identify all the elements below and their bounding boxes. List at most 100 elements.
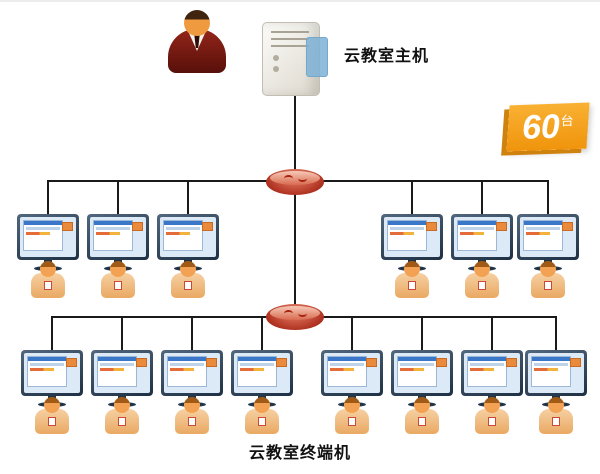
student-body [475,409,509,434]
student-head [184,397,200,413]
window-row [460,227,494,230]
window-titlebar [98,357,136,361]
student-badge [544,281,552,290]
window-row [330,368,364,371]
window-row [170,363,204,366]
student-badge [408,281,416,290]
terminals-label: 云教室终端机 [248,445,351,462]
student-badge [188,417,196,426]
student-head [414,397,430,413]
student-badge [418,417,426,426]
count-badge: 60台 [506,102,590,152]
monitor-base [104,266,132,271]
teacher-body [168,29,226,73]
switch-arrow [284,175,293,182]
switch-arrow [298,175,307,182]
monitor-screen [324,353,380,393]
screen-window [93,220,133,251]
monitor-stand [48,396,56,402]
window-titlebar [458,221,496,225]
monitor-icon [321,350,383,396]
screen-window [23,220,63,251]
student-body [395,273,429,298]
student-badge [552,417,560,426]
student-badge [258,417,266,426]
monitor-base [408,402,436,407]
screen-window [467,356,507,387]
monitor-screen [24,353,80,393]
screen-window [97,356,137,387]
student-avatar-icon [404,397,440,443]
screen-window [397,356,437,387]
student-head [114,397,130,413]
window-titlebar [328,357,366,361]
screen-window [387,220,427,251]
screen-window [27,356,67,387]
terminal-computer [88,316,156,446]
monitor-screen [90,217,146,257]
terminal-computer [448,180,516,310]
window-titlebar [524,221,562,225]
monitor-base [478,402,506,407]
monitor-base [542,402,570,407]
student-body [405,409,439,434]
monitor-screen [20,217,76,257]
window-row [240,363,274,366]
monitor-screen [234,353,290,393]
monitor-screen [94,353,150,393]
window-titlebar [24,221,62,225]
student-badge [118,417,126,426]
window-row [390,232,424,235]
window-row [526,232,560,235]
terminal-computer [158,316,226,446]
window-row [30,368,64,371]
window-row [96,232,130,235]
monitor-icon [21,350,83,396]
terminal-computer [18,316,86,446]
terminal-computer [458,316,526,446]
window-titlebar [28,357,66,361]
monitor-stand [418,396,426,402]
window-row [166,227,200,230]
student-avatar-icon [34,397,70,443]
student-body [175,409,209,434]
monitor-stand [44,260,52,266]
terminal-computer [154,180,222,310]
host-label: 云教室主机 [344,48,430,65]
monitor-icon [451,214,513,260]
window-titlebar [164,221,202,225]
student-badge [44,281,52,290]
student-body [245,409,279,434]
monitor-base [398,266,426,271]
monitor-stand [118,396,126,402]
server-vent-slots [271,31,309,47]
monitor-stand [258,396,266,402]
student-body [335,409,369,434]
window-row [26,227,60,230]
monitor-stand [348,396,356,402]
student-head [254,397,270,413]
teacher-head [184,10,210,36]
monitor-icon [17,214,79,260]
student-body [465,273,499,298]
monitor-icon [91,350,153,396]
monitor-icon [381,214,443,260]
badge-unit: 台 [560,113,574,129]
window-row [460,232,494,235]
terminal-computer [514,180,582,310]
monitor-base [174,266,202,271]
student-head [344,397,360,413]
window-titlebar [168,357,206,361]
student-body [105,409,139,434]
connector-spine [294,94,296,318]
switch-arrow [298,310,307,317]
student-body [31,273,65,298]
window-row [330,363,364,366]
window-row [470,363,504,366]
monitor-stand [488,396,496,402]
monitor-screen [464,353,520,393]
monitor-stand [544,260,552,266]
monitor-base [534,266,562,271]
student-badge [114,281,122,290]
